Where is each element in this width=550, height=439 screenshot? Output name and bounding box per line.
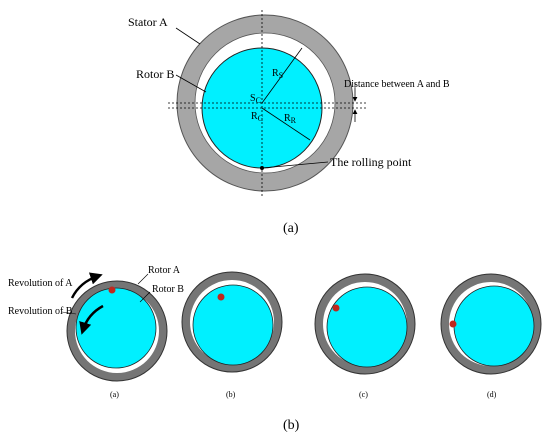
panel-2-marker (217, 293, 225, 301)
caption-b: (b) (283, 418, 300, 433)
rotor-b-leader (139, 291, 151, 303)
revolution-b-arrow (79, 304, 104, 335)
panel-4 (440, 273, 542, 375)
revolution-b-label: Revolution of B (8, 306, 73, 317)
center-s-label: SC (250, 93, 261, 105)
rolling-point-label: The rolling point (330, 155, 412, 169)
stator-label: Stator A (128, 15, 168, 29)
rotor-b-label: Rotor B (152, 284, 184, 295)
stator-leader (175, 27, 201, 45)
rotor-label: Rotor B (136, 67, 174, 81)
rotor-a-label: Rotor A (148, 265, 181, 276)
radius-rs-line (261, 47, 303, 104)
revolution-b-leader (61, 311, 77, 315)
rr-label: RR (284, 113, 297, 125)
panel-4-rotor (453, 285, 535, 367)
revolution-a-label: Revolution of A (8, 278, 73, 289)
panel-1-caption: (a) (110, 390, 119, 399)
panel-1-marker (108, 286, 116, 294)
panel-4-caption: (d) (487, 390, 497, 399)
panel-3 (314, 273, 416, 375)
figure-b: Revolution of A Revolution of B Rotor A … (8, 265, 542, 433)
rs-label: RS (272, 68, 283, 80)
panel-1 (61, 272, 168, 382)
panel-1-rotor (75, 287, 157, 369)
revolution-a-arrow (70, 272, 103, 299)
panel-2-caption: (b) (226, 390, 236, 399)
panel-2 (181, 271, 283, 373)
rolling-point-leader (261, 161, 329, 169)
panel-3-marker (332, 304, 340, 312)
caption-a: (a) (283, 221, 299, 236)
panel-4-marker (449, 320, 457, 328)
panel-2-rotor (192, 284, 274, 366)
rotor-a-leader (137, 273, 149, 285)
panel-3-caption: (c) (359, 390, 368, 399)
distance-label: Distance between A and B (344, 79, 450, 90)
center-r-label: RC (251, 111, 263, 123)
figure-a: Stator A Rotor B Distance between A and … (128, 10, 450, 236)
rotor-leader (175, 74, 207, 93)
panel-3-rotor (326, 286, 408, 368)
radius-rr-line (261, 107, 311, 141)
